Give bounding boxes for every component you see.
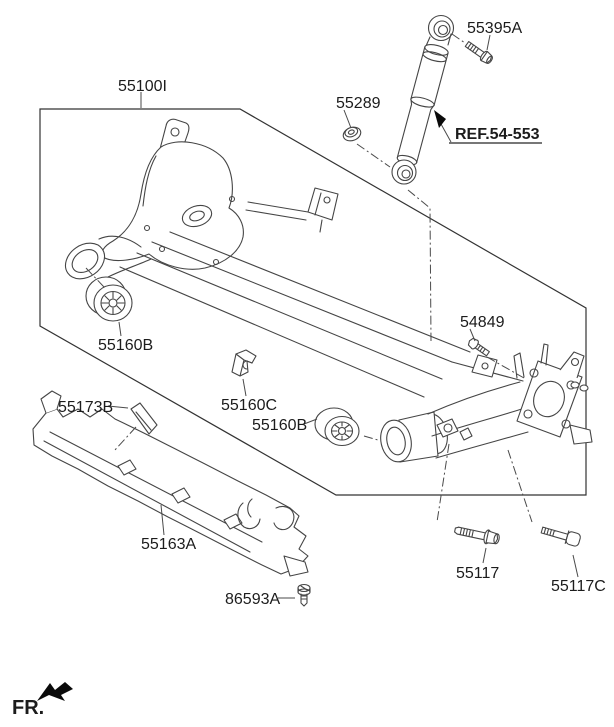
beam-bracket-drawing <box>231 349 257 377</box>
heat-protector-drawing <box>32 390 309 577</box>
label-assembly: 55100I <box>118 78 167 95</box>
mount-bolt-c-drawing <box>540 526 581 547</box>
label-protector-pad: 55173B <box>58 399 113 416</box>
center-bushing-drawing <box>314 407 360 447</box>
shock-bolt-drawing <box>464 40 493 64</box>
mount-bolt-drawing <box>454 526 500 545</box>
label-screw: 86593A <box>225 591 280 608</box>
label-nut: 55289 <box>336 95 381 112</box>
callout-labels: 55100I 55395A 55289 REF.54-553 55160B 54… <box>58 20 606 608</box>
label-left-bushing: 55160B <box>98 337 153 354</box>
label-shock-bolt: 55395A <box>467 20 522 37</box>
small-bolt-drawing <box>467 337 490 357</box>
axle-assembly-drawing <box>64 118 593 463</box>
leader-lines <box>85 33 579 599</box>
fr-label: FR. <box>12 697 44 719</box>
left-bushing-drawing <box>85 276 133 322</box>
screw-drawing <box>297 583 311 607</box>
label-beam-bracket: 55160C <box>221 397 277 414</box>
label-reference: REF.54-553 <box>455 126 540 143</box>
shock-absorber-drawing <box>391 14 455 185</box>
assembly-boundary-box <box>39 108 587 496</box>
label-mount-bolt-c: 55117C <box>551 578 606 595</box>
protector-pad-drawing <box>130 402 158 435</box>
fr-direction-indicator: FR. <box>12 682 73 719</box>
fr-arrow-icon <box>37 682 73 701</box>
label-mount-bolt: 55117 <box>456 565 499 582</box>
label-heat-protector: 55163A <box>141 536 196 553</box>
label-center-bushing: 55160B <box>252 417 307 434</box>
label-small-bolt: 54849 <box>460 314 505 331</box>
flange-nut-drawing <box>342 126 362 142</box>
